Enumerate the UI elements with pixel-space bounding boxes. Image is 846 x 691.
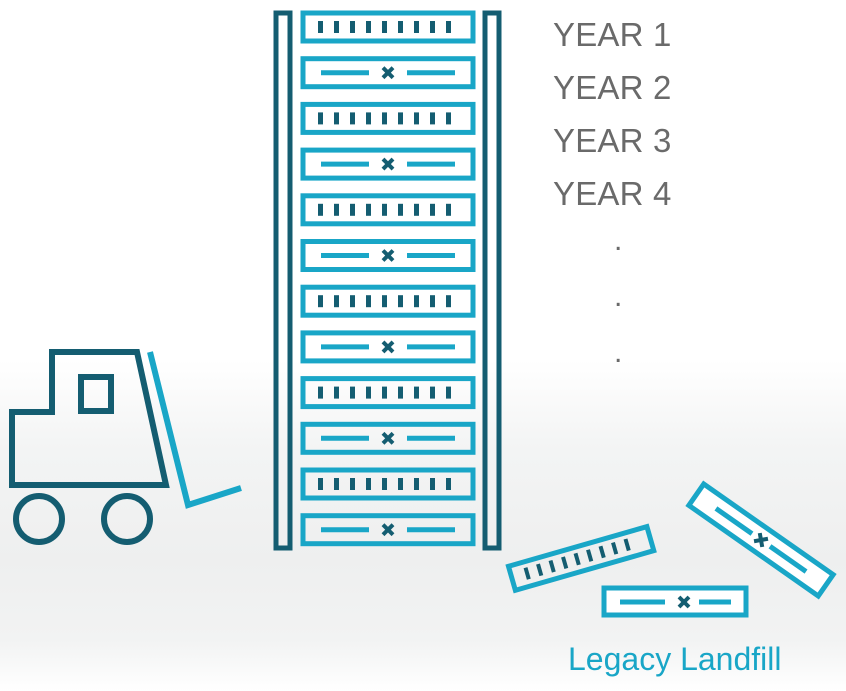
year-label-2: YEAR 2	[553, 69, 672, 106]
forklift-window	[78, 374, 114, 414]
forklift-body	[9, 349, 170, 488]
discarded-drive-blank-flat	[601, 585, 749, 618]
server-rack-icon	[273, 10, 502, 551]
drive-bay-icon	[300, 376, 476, 410]
ellipsis-dot-3: .	[614, 336, 623, 369]
year-label-3: YEAR 3	[553, 122, 672, 159]
rack-rail-right	[482, 10, 502, 551]
forklift-mast-and-fork	[147, 351, 242, 509]
drive-bay-icon	[300, 193, 476, 227]
forklift-wheel-front	[101, 493, 153, 545]
rack-units	[300, 10, 476, 547]
drive-blank-icon	[300, 147, 476, 181]
drive-blank-icon	[300, 239, 476, 272]
drive-bay-icon	[300, 10, 476, 44]
year-label-1: YEAR 1	[553, 16, 672, 53]
ellipsis-dot-1: .	[614, 224, 623, 257]
drive-blank-icon	[300, 421, 476, 455]
discarded-drives-icon	[505, 480, 837, 618]
rack-rail-left	[273, 10, 293, 551]
ellipsis-dot-2: .	[614, 280, 623, 313]
year-label-4: YEAR 4	[553, 175, 672, 212]
landfill-caption: Legacy Landfill	[568, 641, 782, 677]
discarded-drive-blank-tilted	[685, 480, 837, 600]
drive-blank-icon	[300, 513, 476, 547]
forklift-icon	[9, 349, 242, 545]
drive-bay-icon	[300, 101, 476, 135]
discarded-drive-bay	[505, 523, 657, 594]
drive-bay-icon	[300, 284, 476, 318]
drive-blank-icon	[300, 330, 476, 364]
forklift-wheel-rear	[13, 493, 65, 545]
drive-blank-icon	[300, 56, 476, 90]
drive-bay-icon	[300, 467, 476, 501]
